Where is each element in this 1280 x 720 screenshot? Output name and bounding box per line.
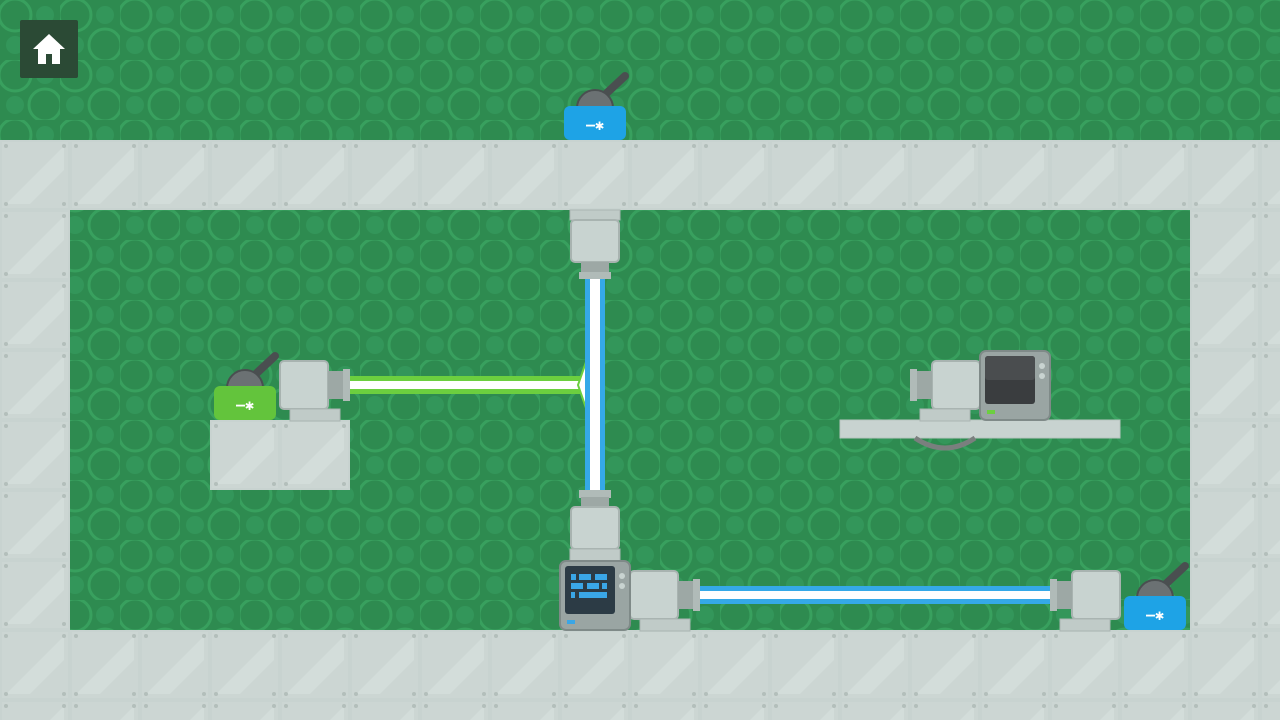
- cable: [913, 435, 977, 451]
- bottom-left-emitter: [629, 570, 700, 632]
- bottom-right-switch-symbol: —✱: [1146, 606, 1164, 624]
- left-switch-symbol: —✱: [236, 396, 254, 414]
- bottom-wall: [0, 630, 1280, 720]
- left-block: [210, 420, 350, 490]
- walls: [0, 140, 1280, 720]
- top-wall: [0, 140, 1280, 210]
- dark-monitor[interactable]: [979, 350, 1051, 421]
- top-switch[interactable]: —✱: [564, 72, 629, 140]
- right-wall: [1190, 210, 1280, 630]
- right-emitter: [910, 360, 981, 422]
- home-button[interactable]: [20, 20, 78, 78]
- left-switch[interactable]: —✱: [214, 352, 279, 420]
- left-wall: [0, 210, 70, 630]
- bottom-right-emitter: [1050, 570, 1121, 632]
- bottom-right-switch[interactable]: —✱: [1124, 562, 1189, 630]
- bottom-node: [569, 490, 621, 562]
- left-emitter: [279, 360, 350, 422]
- code-monitor[interactable]: [559, 560, 631, 631]
- right-shelf: [839, 419, 1121, 439]
- lasers: [348, 278, 1052, 604]
- home-icon: [33, 34, 65, 64]
- blue-vertical-laser: [585, 278, 605, 492]
- top-receiver: [569, 209, 621, 279]
- blue-bottom-laser: [698, 586, 1052, 604]
- top-switch-symbol: —✱: [586, 116, 604, 134]
